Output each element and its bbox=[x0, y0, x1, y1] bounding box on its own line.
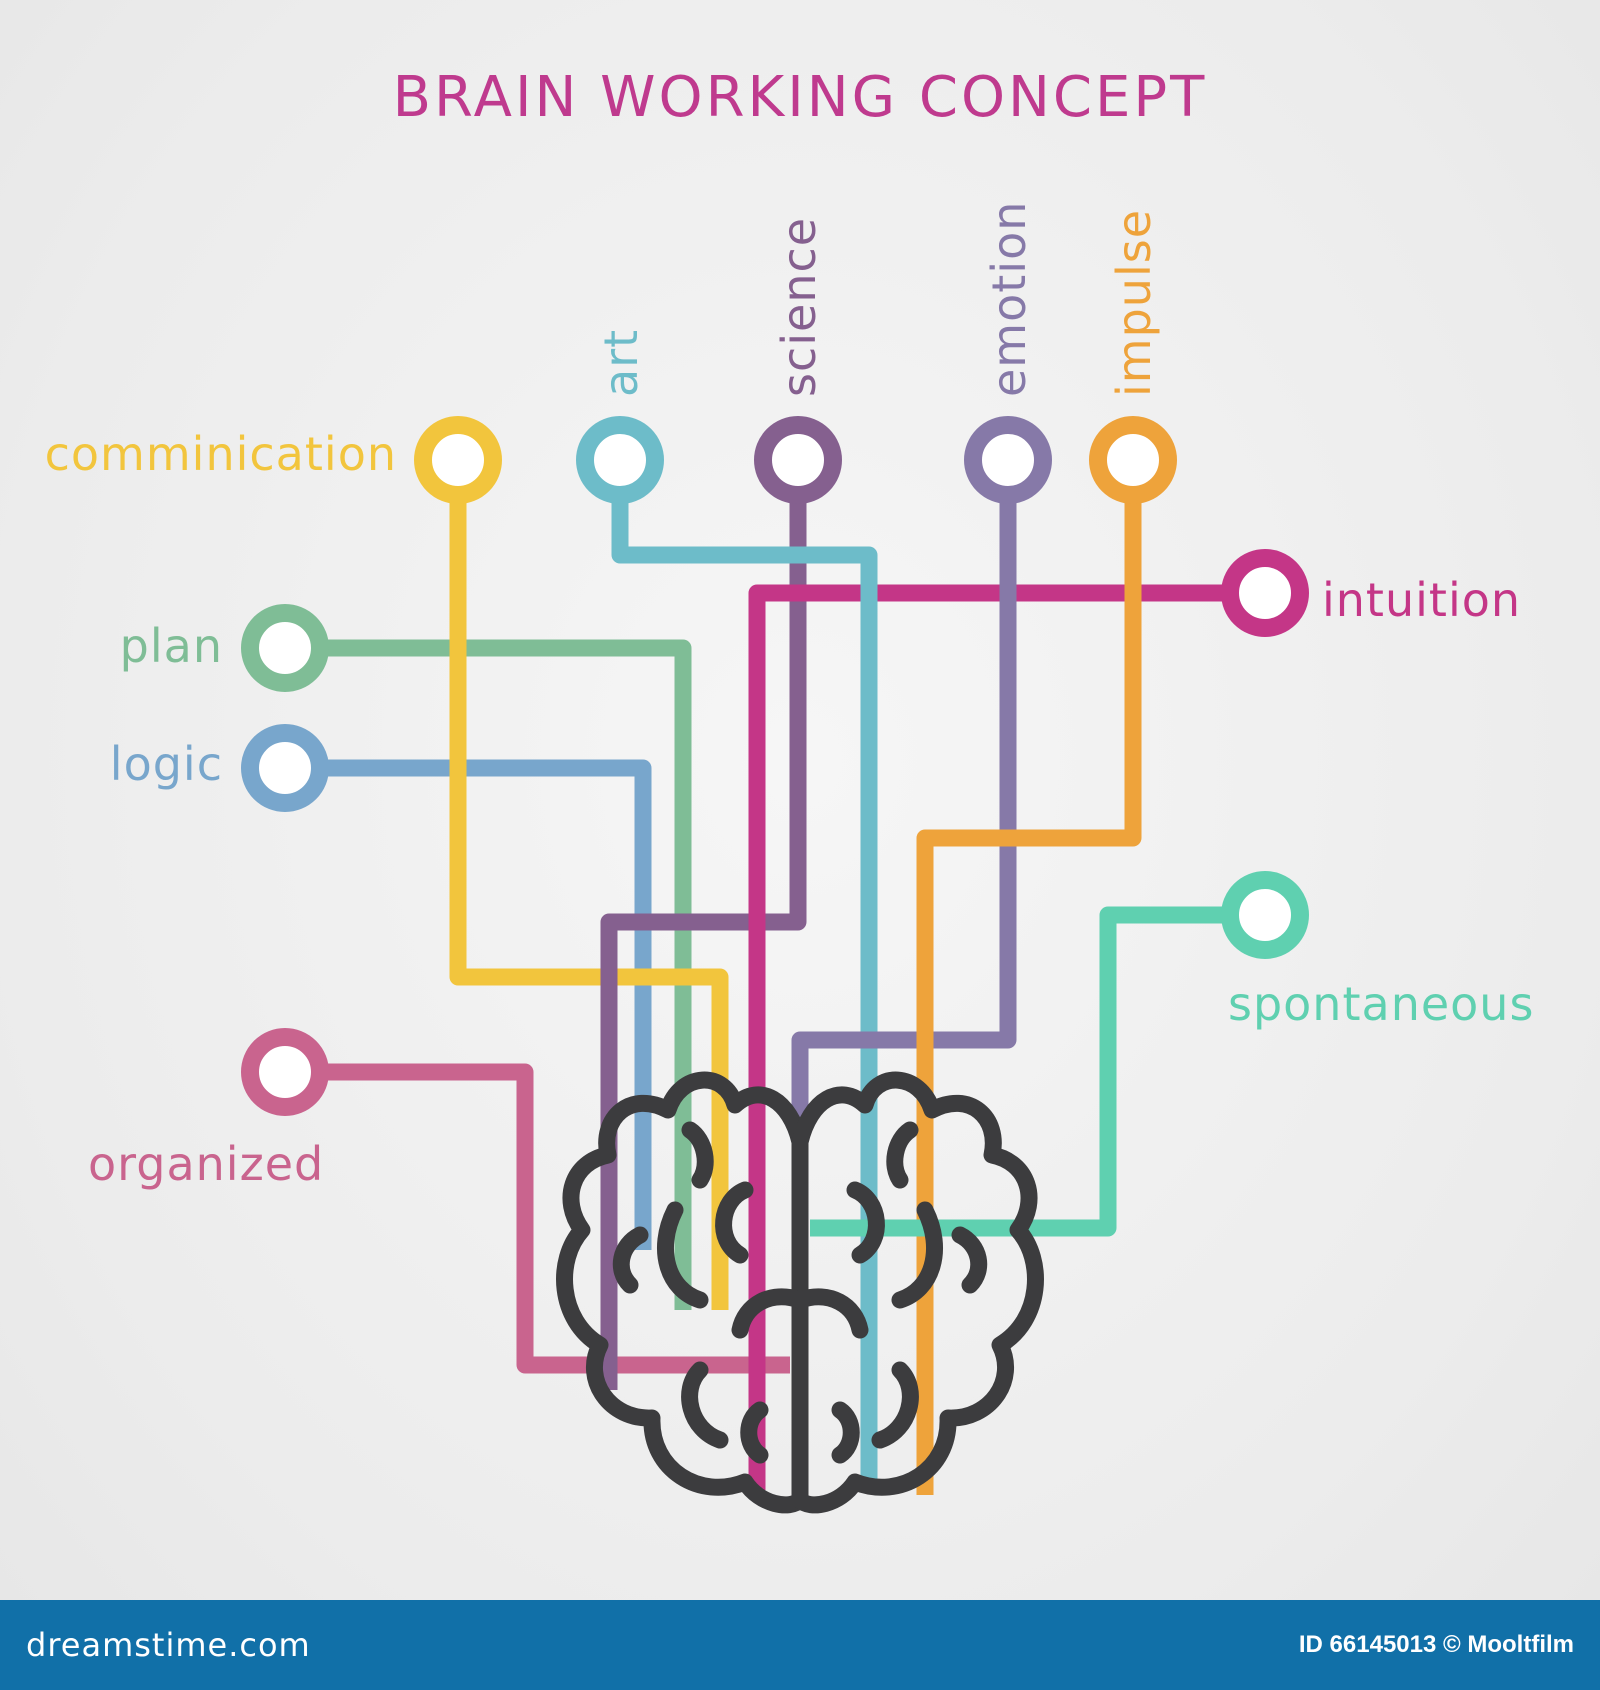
brain-diagram: BRAIN WORKING CONCEPT bbox=[45, 65, 1534, 1514]
node-intuition bbox=[1221, 549, 1309, 637]
brain-icon bbox=[556, 1071, 1044, 1514]
node-science bbox=[754, 416, 842, 504]
node-communication bbox=[414, 416, 502, 504]
edge-organized-line bbox=[285, 1063, 790, 1374]
node-emotion bbox=[964, 416, 1052, 504]
label-communication: comminication bbox=[45, 427, 397, 481]
edge-intuition-line bbox=[748, 584, 1265, 1490]
label-organized: organized bbox=[88, 1137, 324, 1191]
node-plan bbox=[241, 604, 329, 692]
footer-brand[interactable]: dreamstime.com bbox=[26, 1626, 311, 1664]
edge-art-line bbox=[611, 460, 878, 1490]
label-spontaneous: spontaneous bbox=[1228, 977, 1534, 1031]
label-intuition: intuition bbox=[1322, 573, 1521, 627]
node-organized bbox=[241, 1028, 329, 1116]
node-spontaneous bbox=[1221, 871, 1309, 959]
diagram-stage: BRAIN WORKING CONCEPT bbox=[45, 65, 1534, 1514]
label-logic: logic bbox=[110, 737, 223, 791]
edge-logic-line bbox=[285, 759, 652, 1250]
label-emotion: emotion bbox=[982, 201, 1036, 397]
diagram-title: BRAIN WORKING CONCEPT bbox=[393, 65, 1208, 130]
footer-bar: dreamstime.com ID 66145013 © Mooltfilm bbox=[0, 1600, 1600, 1690]
label-plan: plan bbox=[120, 619, 223, 673]
node-art bbox=[576, 416, 664, 504]
node-logic bbox=[241, 724, 329, 812]
node-impulse bbox=[1089, 416, 1177, 504]
label-art: art bbox=[594, 329, 648, 397]
edge-communication-line bbox=[449, 460, 729, 1310]
edge-spontaneous-line bbox=[810, 906, 1265, 1237]
label-impulse: impulse bbox=[1107, 209, 1161, 397]
edge-impulse-line bbox=[916, 460, 1142, 1495]
footer-credit: ID 66145013 © Mooltfilm bbox=[1298, 1631, 1574, 1658]
label-science: science bbox=[772, 217, 826, 397]
edge-emotion-line bbox=[791, 460, 1017, 1190]
